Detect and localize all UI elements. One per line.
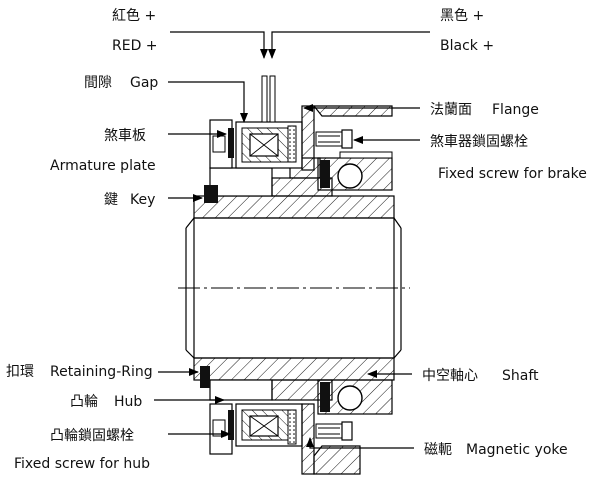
label-brake-screw-cn: 煞車器鎖固螺栓 [430,133,528,150]
label-brake-screw-en: Fixed screw for brake [438,166,587,182]
label-yoke-cn: 磁軛 [424,442,452,458]
label-hub-cn: 凸輪 [70,393,98,410]
top-brake-assembly [209,105,393,191]
label-flange-cn: 法蘭面 [430,102,472,118]
label-ring-cn: 扣環 [6,364,34,380]
label-gap-cn: 間隙 [84,75,112,91]
label-gap-en: Gap [130,75,158,91]
labels: 紅色 + RED + 黑色 + Black + 間隙 Gap 煞車板 Armat… [6,7,587,472]
label-flange-en: Flange [492,102,539,118]
leader-lines [154,31,430,449]
retaining-ring [200,366,210,388]
hollow-shaft [178,217,410,359]
bottom-hub [193,357,395,401]
key [204,185,218,203]
label-ring-en: Retaining-Ring [50,364,153,380]
label-black-en: Black + [440,38,494,54]
label-yoke-en: Magnetic yoke [466,442,568,458]
label-black-cn: 黑色 + [440,7,484,24]
label-hub-screw-cn: 凸輪鎖固螺栓 [50,427,134,444]
label-armature-cn: 煞車板 [104,127,146,144]
label-shaft-en: Shaft [502,368,539,384]
lead-wires [261,75,276,123]
label-armature-en: Armature plate [50,158,156,174]
label-hub-screw-en: Fixed screw for hub [14,456,150,472]
label-hub-en: Hub [114,394,142,410]
label-key-cn: 鍵 [104,192,118,208]
label-red-en: RED + [112,38,158,54]
label-red-cn: 紅色 + [112,7,156,24]
label-key-en: Key [130,192,155,208]
label-shaft-cn: 中空軸心 [422,368,478,384]
